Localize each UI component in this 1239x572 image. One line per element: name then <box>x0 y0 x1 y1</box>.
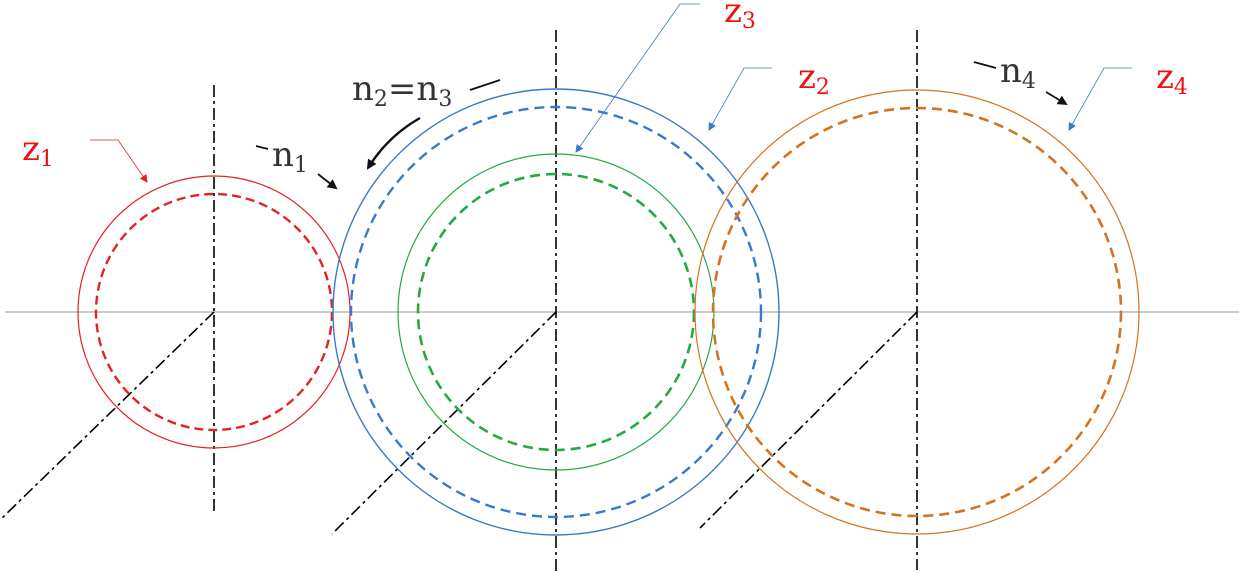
centerline-diagonal-gear23 <box>331 311 557 535</box>
n2-equals-n3-label: n2=n3 <box>352 69 452 112</box>
gear3-pitch-circle <box>416 172 696 452</box>
gear2-outer-circle <box>332 88 780 536</box>
n23-rotation-arrow <box>366 116 421 170</box>
n23-tail-stroke <box>469 79 501 91</box>
n4-rotation-arrow <box>973 61 1066 104</box>
z2-label: z2 <box>798 57 830 100</box>
centerline-diagonal-gear4 <box>699 311 918 529</box>
z4-label: z4 <box>1156 57 1188 100</box>
n1-rotation-arrow <box>255 145 336 188</box>
z2-leader-line <box>708 67 772 131</box>
z3-label: z3 <box>724 0 756 34</box>
gear1-pitch-circle <box>94 192 334 432</box>
z3-leader-line <box>575 3 700 153</box>
z1-label: z1 <box>22 129 54 172</box>
n4-label: n4 <box>1000 51 1036 94</box>
centerline-diagonal-gear1 <box>0 311 215 521</box>
n1-label: n1 <box>272 135 308 178</box>
z4-leader-line <box>1068 67 1132 131</box>
gear4-outer-circle <box>694 89 1140 535</box>
gear2-pitch-circle <box>349 105 763 519</box>
gear4-pitch-circle <box>711 106 1123 518</box>
z1-leader-line <box>90 139 148 183</box>
